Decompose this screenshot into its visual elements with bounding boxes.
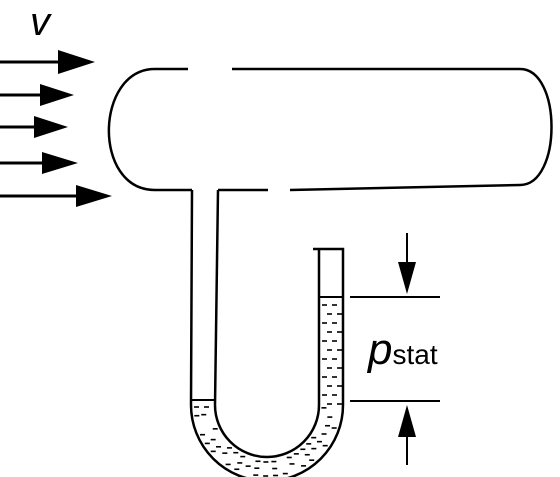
flow-arrow-1-head bbox=[58, 50, 95, 74]
pressure-subscript: stat bbox=[392, 339, 437, 370]
velocity-label: v bbox=[30, 2, 50, 42]
upper-dimension-arrow-head bbox=[398, 262, 416, 294]
flow-arrow-3-head bbox=[34, 116, 68, 138]
pressure-symbol: p bbox=[368, 325, 392, 374]
static-pressure-label: pstat bbox=[368, 328, 438, 382]
probe-body bbox=[109, 69, 552, 190]
probe-bottom-edge-right bbox=[290, 185, 520, 190]
probe-tail bbox=[520, 69, 552, 185]
flow-arrow-2-head bbox=[40, 84, 74, 106]
u-tube-inner-wall bbox=[215, 190, 319, 457]
probe-nose bbox=[109, 69, 155, 190]
flow-arrow-5-head bbox=[76, 185, 112, 207]
flow-arrows bbox=[0, 50, 112, 207]
flow-arrow-4-head bbox=[42, 152, 78, 174]
lower-dimension-arrow-head bbox=[398, 405, 416, 437]
